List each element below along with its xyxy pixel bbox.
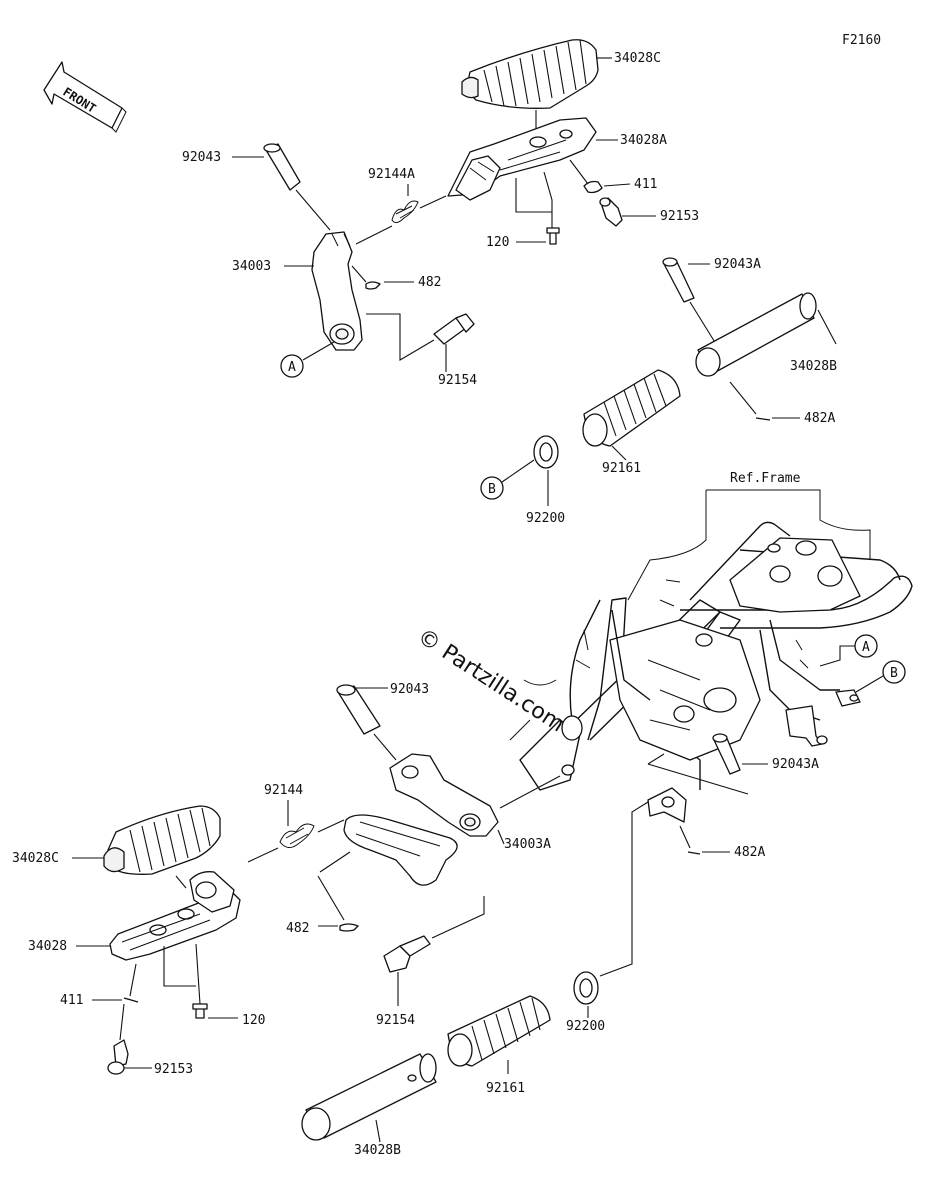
footpeg-bracket-34028 bbox=[109, 871, 241, 961]
label-482A-top: 482A bbox=[804, 411, 835, 426]
label-92154-bottom: 92154 bbox=[376, 1013, 415, 1028]
label-120-bottom: 120 bbox=[242, 1013, 265, 1028]
callout-a-top-label: A bbox=[288, 360, 296, 375]
washer-92200-top bbox=[533, 435, 559, 469]
label-92043A-top: 92043A bbox=[714, 257, 761, 272]
pin-92153-bottom bbox=[107, 1039, 129, 1075]
footpeg-34028B-bottom bbox=[301, 1053, 437, 1141]
callout-b-frame-label: B bbox=[890, 666, 898, 681]
label-482A-bottom: 482A bbox=[734, 845, 765, 860]
footpeg-rubber-34028C-top bbox=[461, 39, 599, 109]
label-92154-top: 92154 bbox=[438, 373, 477, 388]
footpeg-mount-34003 bbox=[311, 231, 363, 351]
spring-92144 bbox=[279, 823, 315, 848]
label-120-top: 120 bbox=[486, 235, 509, 250]
label-92200-top: 92200 bbox=[526, 511, 565, 526]
label-92153-bottom: 92153 bbox=[154, 1062, 193, 1077]
label-92161-bottom: 92161 bbox=[486, 1081, 525, 1096]
pin-92043-top bbox=[263, 143, 301, 191]
diagram-code: F2160 bbox=[842, 33, 881, 48]
label-92043A-bottom: 92043A bbox=[772, 757, 819, 772]
clip-482A-bottom bbox=[687, 851, 701, 855]
label-34028B-top: 34028B bbox=[790, 359, 837, 374]
label-482-top: 482 bbox=[418, 275, 441, 290]
footpeg-mount-34003A bbox=[343, 753, 499, 886]
watermark: © Partzilla.com bbox=[413, 624, 569, 737]
callout-b-top bbox=[480, 476, 504, 500]
clip-482-bottom bbox=[339, 923, 359, 932]
ref-frame-label: Ref.Frame bbox=[730, 471, 801, 486]
label-411-top: 411 bbox=[634, 177, 657, 192]
label-92043-bottom: 92043 bbox=[390, 682, 429, 697]
washer-411-bottom bbox=[123, 997, 139, 1003]
washer-92200-bottom bbox=[573, 971, 599, 1005]
label-92200-bottom: 92200 bbox=[566, 1019, 605, 1034]
callout-b-top-label: B bbox=[488, 482, 496, 497]
pin-92153-top bbox=[599, 197, 623, 227]
label-34028C-bottom: 34028C bbox=[12, 851, 59, 866]
label-92144: 92144 bbox=[264, 783, 303, 798]
pin-92043A-top bbox=[662, 257, 695, 303]
pin-92043-bottom bbox=[336, 684, 381, 735]
footpeg-rubber-92161-top bbox=[582, 369, 681, 447]
bolt-120-top bbox=[546, 227, 560, 245]
footpeg-rubber-92161-bottom bbox=[447, 995, 551, 1067]
label-34003A: 34003A bbox=[504, 837, 551, 852]
callout-a-frame-label: A bbox=[862, 640, 870, 655]
spring-92144A bbox=[391, 200, 419, 224]
label-92161-top: 92161 bbox=[602, 461, 641, 476]
clip-482-top bbox=[365, 281, 381, 290]
bolt-92154-top bbox=[433, 313, 475, 345]
label-92043-top: 92043 bbox=[182, 150, 221, 165]
label-34028A: 34028A bbox=[620, 133, 667, 148]
label-34003: 34003 bbox=[232, 259, 271, 274]
washer-411-top bbox=[583, 180, 603, 194]
label-92153-top: 92153 bbox=[660, 209, 699, 224]
motorcycle-frame: Ref.Frame bbox=[509, 471, 913, 823]
bolt-92154-bottom bbox=[383, 935, 431, 973]
label-482-bottom: 482 bbox=[286, 921, 309, 936]
label-92144A: 92144A bbox=[368, 167, 415, 182]
label-34028: 34028 bbox=[28, 939, 67, 954]
label-34028C-top: 34028C bbox=[614, 51, 661, 66]
footpeg-34028B-top bbox=[695, 292, 817, 377]
footpeg-rubber-34028C-bottom bbox=[103, 805, 221, 875]
bolt-120-bottom bbox=[192, 1003, 208, 1019]
clip-482A-top bbox=[755, 417, 771, 421]
front-arrow-icon: FRONT bbox=[43, 61, 127, 133]
pin-92043A-bottom bbox=[712, 733, 741, 775]
callout-a-top bbox=[280, 354, 304, 378]
footpeg-bracket-34028A bbox=[447, 117, 597, 201]
callout-b-frame bbox=[882, 660, 906, 684]
label-411-bottom: 411 bbox=[60, 993, 83, 1008]
label-34028B-bottom: 34028B bbox=[354, 1143, 401, 1158]
